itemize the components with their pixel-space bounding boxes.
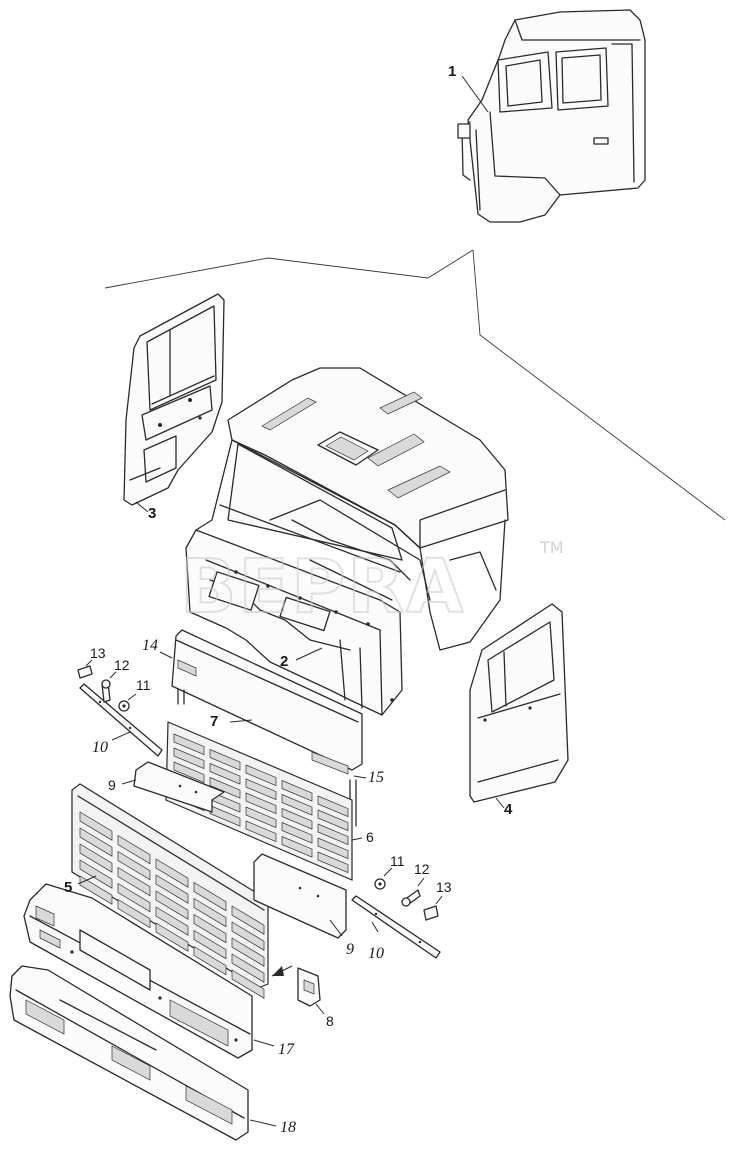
grille-slat: [173, 733, 205, 756]
callout-17: 17: [278, 1041, 295, 1058]
fasteners-right: [374, 867, 443, 921]
grille-slat: [155, 858, 189, 888]
callout-8: 8: [326, 1013, 334, 1029]
outer-grille: [71, 783, 269, 999]
seal-strip-upper: [121, 761, 225, 813]
grille-slat: [231, 937, 265, 967]
grille-slat: [79, 875, 113, 905]
grille-slat: [209, 762, 241, 785]
grille-slat: [245, 806, 277, 829]
callout-3: 3: [148, 505, 156, 522]
grille-slat: [245, 764, 277, 787]
grille-slat: [209, 748, 241, 771]
grille-slat: [245, 820, 277, 843]
callout-10-left: 10: [92, 739, 108, 756]
callout-9-lower: 9: [346, 941, 354, 958]
outer-grille-slots: [79, 811, 265, 999]
grille-slat: [317, 837, 349, 860]
bracket-with-arrow: [271, 965, 325, 1015]
grille-slat: [281, 779, 313, 802]
fasteners-left: [77, 659, 137, 712]
grille-slat: [79, 827, 113, 857]
grille-slat: [79, 843, 113, 873]
trim-strip-left: [79, 683, 163, 757]
grille-slat: [281, 835, 313, 858]
complete-cab-assembly: [457, 9, 646, 223]
grille-slat: [173, 747, 205, 770]
grille-slat: [117, 898, 151, 929]
grille-slat: [231, 969, 265, 999]
grille-slat: [317, 809, 349, 832]
callout-13-left: 13: [90, 645, 106, 661]
grille-slat: [193, 897, 227, 928]
callout-9-upper: 9: [108, 777, 116, 793]
callout-13-right: 13: [436, 879, 452, 895]
callout-12-right: 12: [414, 861, 430, 877]
grille-slat: [193, 929, 227, 960]
grille-slat: [117, 866, 151, 897]
grille-slat: [231, 905, 265, 935]
callout-14: 14: [142, 637, 158, 654]
grille-slat: [155, 890, 189, 920]
grille-slat: [231, 921, 265, 951]
watermark-text: BEPRA: [180, 544, 465, 630]
bumper-beam: [23, 883, 275, 1059]
grille-slat: [155, 922, 189, 952]
callout-18: 18: [280, 1119, 296, 1136]
inner-grille: [165, 721, 363, 881]
cab-body-frame: [185, 367, 509, 716]
grille-slat: [117, 850, 151, 881]
grille-slat: [193, 913, 227, 944]
grille-slat: [117, 882, 151, 913]
grille-slat: [281, 793, 313, 816]
callout-12-left: 12: [114, 657, 130, 673]
callout-10-right: 10: [368, 945, 384, 962]
bumper-cover: [9, 965, 277, 1141]
grille-slat: [245, 778, 277, 801]
grille-slat: [281, 807, 313, 830]
seal-strip-lower: [253, 853, 347, 939]
trim-strip-right: [351, 895, 441, 959]
callout-11-right: 11: [390, 853, 405, 869]
callout-1: 1: [448, 63, 456, 80]
grille-slat: [317, 851, 349, 874]
left-door: [123, 293, 225, 513]
grille-slat: [79, 811, 113, 841]
watermark-tm: TM: [539, 538, 564, 557]
callout-7: 7: [210, 713, 218, 730]
grille-slat: [317, 823, 349, 846]
grille-slat: [317, 795, 349, 818]
grille-slat: [281, 821, 313, 844]
assembly-reference-lines: [104, 249, 726, 521]
grille-slat: [209, 776, 241, 799]
leader-1: [461, 75, 489, 113]
callout-labels: 1 2 3 4 5 6 7 8 9 9 10 10 11 11 12 12 13…: [64, 63, 513, 1136]
grille-slat: [245, 792, 277, 815]
grille-slat: [155, 874, 189, 904]
grille-slat: [193, 945, 227, 976]
callout-11-left: 11: [136, 677, 151, 693]
callout-4: 4: [504, 801, 513, 818]
grille-slat: [173, 761, 205, 784]
grille-slat: [155, 906, 189, 936]
inner-grille-slots: [173, 733, 349, 874]
grille-slat: [193, 881, 227, 912]
callout-6: 6: [366, 829, 374, 845]
callout-5: 5: [64, 879, 72, 896]
grille-slat: [117, 834, 151, 865]
grille-slat: [231, 953, 265, 983]
grille-slat: [79, 859, 113, 889]
callout-2: 2: [280, 653, 288, 670]
callout-15: 15: [368, 769, 384, 786]
right-door: [469, 603, 569, 809]
watermark: BEPRA TM: [179, 538, 564, 631]
